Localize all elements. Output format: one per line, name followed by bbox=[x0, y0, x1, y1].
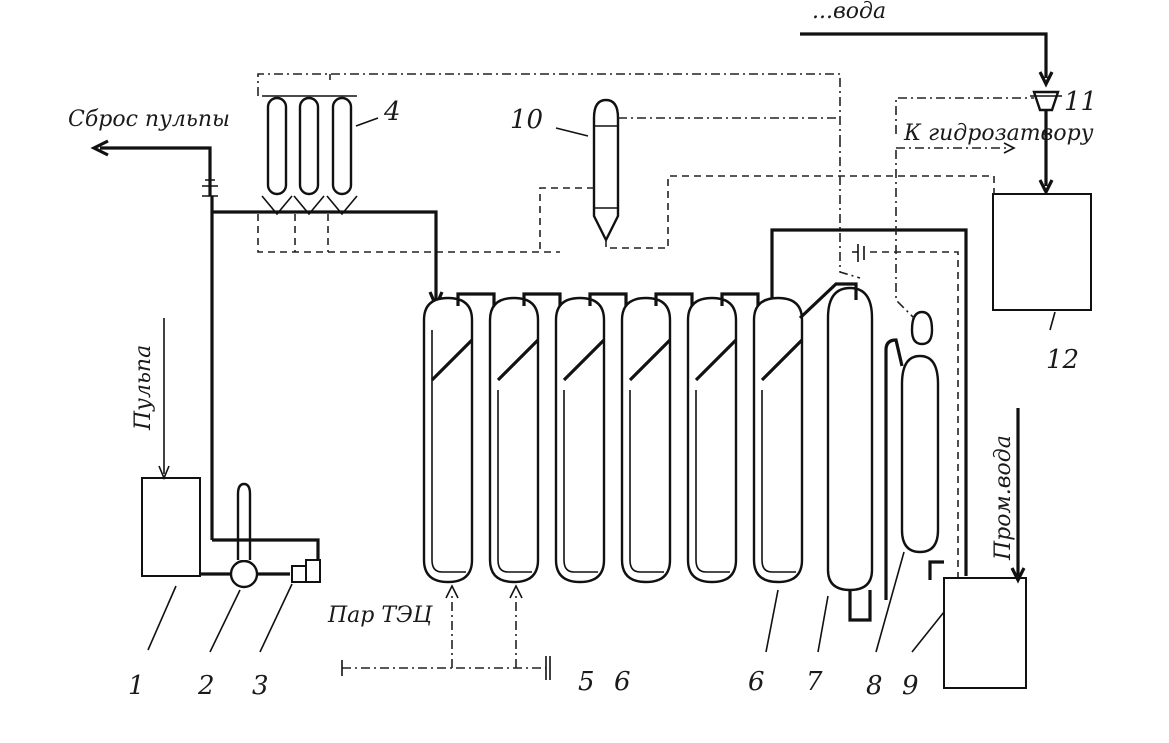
label-6b: 6 bbox=[748, 667, 765, 697]
label-3: 3 bbox=[252, 671, 269, 701]
label-8: 8 bbox=[866, 671, 883, 701]
pulp-discharge-label: Сброс пульпы bbox=[68, 107, 230, 132]
steam-tec-line bbox=[341, 584, 551, 680]
label-1: 1 bbox=[128, 671, 145, 701]
item-12-tank bbox=[992, 193, 1092, 311]
autoclave-train bbox=[422, 292, 804, 584]
label-5: 5 bbox=[578, 667, 595, 697]
to-water-seal-line bbox=[895, 97, 1034, 154]
label-11: 11 bbox=[1064, 87, 1097, 117]
item-3-motor bbox=[291, 559, 321, 583]
label-12: 12 bbox=[1046, 345, 1079, 375]
item-8-vessel bbox=[884, 310, 944, 600]
right-dashlines bbox=[839, 138, 959, 578]
pulp-label: Пульпа bbox=[131, 345, 156, 431]
item-7-vessel bbox=[770, 228, 968, 622]
pulp-discharge-line bbox=[90, 139, 218, 197]
top-water-line bbox=[800, 32, 1054, 88]
item-11-trap bbox=[1030, 90, 1062, 196]
item-9-tank bbox=[943, 577, 1027, 689]
label-9: 9 bbox=[902, 671, 919, 701]
to-water-seal-label: К гидрозатвору bbox=[903, 121, 1094, 146]
steam-tec-label: Пар ТЭЦ bbox=[327, 603, 433, 628]
leader-10 bbox=[555, 127, 589, 137]
top-water-label: ...вода bbox=[812, 0, 886, 24]
label-2: 2 bbox=[197, 671, 215, 701]
label-10: 10 bbox=[510, 105, 543, 135]
label-6a: 6 bbox=[614, 667, 631, 697]
label-7: 7 bbox=[806, 667, 823, 697]
label-4: 4 bbox=[383, 97, 401, 127]
process-water-label: Пром.вода bbox=[991, 435, 1016, 561]
pulp-header bbox=[212, 210, 438, 300]
leader-lines bbox=[147, 551, 945, 653]
top-header-dashline bbox=[257, 73, 841, 138]
item-10-separator bbox=[539, 98, 995, 252]
item-4-heaters bbox=[257, 95, 560, 253]
item-2-pump bbox=[200, 482, 320, 589]
item-1-tank bbox=[141, 477, 201, 577]
leader-4 bbox=[355, 117, 379, 127]
leader-12 bbox=[1049, 311, 1056, 331]
